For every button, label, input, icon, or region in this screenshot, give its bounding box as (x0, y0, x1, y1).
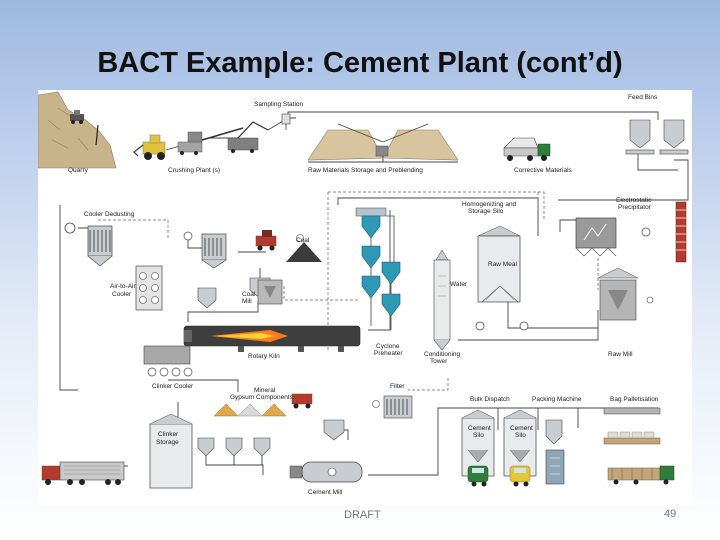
air-to-air-cooler (135, 265, 163, 311)
label-air-to-air-2: Cooler (112, 291, 132, 298)
label-cement-silo-2b: Silo (515, 432, 526, 439)
label-feed-bins: Feed Bins (628, 94, 658, 101)
label-clinker-cooler: Clinker Cooler (152, 383, 194, 390)
corrective-materials-truck (503, 137, 551, 161)
label-bulk-dispatch: Bulk Dispatch (470, 396, 510, 403)
label-mineral-2: Gypsum Components (230, 394, 294, 401)
label-cyclone-2: Preheater (374, 350, 403, 357)
label-electrostatic-2: Precipitator (618, 204, 652, 211)
quarry-illustration (38, 91, 117, 169)
raw-materials-storage-illustration (307, 123, 459, 163)
label-mineral-1: Mineral (254, 387, 276, 394)
feed-bins (625, 119, 689, 155)
label-conditioning-1: Conditioning (424, 351, 461, 358)
label-water: Water (450, 281, 468, 288)
gypsum-hoppers (197, 437, 271, 457)
page-number: 49 (664, 508, 677, 520)
slide-title: BACT Example: Cement Plant (cont’d) (97, 47, 623, 79)
homogenizing-silo (477, 225, 521, 303)
label-filter: Filter (390, 383, 405, 390)
label-bag-palletisation: Bag Palletisation (610, 396, 659, 403)
cooler-dedusting-unit (64, 222, 113, 267)
electrostatic-precipitator (575, 217, 651, 257)
gypsum-truck (291, 393, 313, 409)
cement-silo-1 (461, 409, 495, 477)
conditioning-tower (433, 249, 451, 351)
label-clinker-storage-2: Storage (156, 439, 179, 446)
label-sampling-station: Sampling Station (254, 101, 304, 108)
label-raw-meal: Raw Meal (488, 261, 517, 268)
label-coal-mill-2: Mill (242, 298, 252, 305)
footer-draft-label: DRAFT (344, 509, 381, 521)
label-cement-silo-1a: Cement (468, 425, 491, 432)
clinker-cooler (143, 345, 193, 377)
clinker-dispatch-truck (41, 461, 125, 485)
label-quarry: Quarry (68, 167, 89, 174)
label-raw-mill: Raw Mill (608, 351, 633, 358)
clinker-storage (149, 413, 193, 489)
coal-filter (183, 231, 227, 269)
coal-mill (249, 277, 283, 305)
label-corrective-materials: Corrective Materials (514, 167, 573, 174)
packing-machine (545, 419, 565, 485)
label-cement-silo-2a: Cement (510, 425, 533, 432)
label-coal-mill-1: Coal (242, 291, 256, 298)
cement-filter (372, 395, 413, 419)
raw-mill (597, 267, 654, 321)
label-conditioning-2: Tower (430, 358, 448, 365)
label-homogenizing-2: Storage Silo (468, 208, 504, 215)
label-electrostatic-1: Electrostatic (616, 197, 652, 204)
label-cement-mill: Cement Mill (308, 489, 343, 496)
kiln-fan (475, 321, 485, 331)
label-air-to-air-1: Air-to-Air (110, 283, 136, 290)
cement-mill-hopper (323, 419, 345, 441)
stack-chimney (675, 201, 687, 263)
label-packing-machine: Packing Machine (532, 396, 582, 403)
label-cement-silo-1b: Silo (473, 432, 484, 439)
label-rotary-kiln: Rotary Kiln (248, 353, 280, 360)
cyclone-preheater (355, 207, 401, 330)
coal-hopper (197, 287, 217, 309)
bag-palletisation (603, 407, 661, 445)
label-raw-materials-storage: Raw Materials Storage and Preblending (308, 167, 423, 174)
coal-pile (286, 234, 322, 262)
label-clinker-storage-1: Clinker (158, 431, 179, 438)
cement-mill (289, 461, 363, 483)
sampling-station-icon (281, 113, 291, 130)
label-cyclone-1: Cyclone (376, 343, 400, 350)
rotary-kiln (183, 325, 361, 352)
gypsum-piles (213, 403, 287, 417)
pallet-truck (607, 465, 675, 485)
dashed-air-lines (98, 190, 599, 391)
label-cooler-dedusting: Cooler Dedusting (84, 211, 135, 218)
bulk-truck-yellow (509, 465, 531, 487)
label-homogenizing-1: Homogenizing and (462, 201, 517, 208)
label-coal: Coal (296, 237, 310, 244)
label-crushing-plant: Crushing Plant (s) (168, 167, 220, 174)
crushing-plant-illustration (133, 121, 269, 160)
bulk-truck-green (467, 465, 489, 487)
cement-plant-diagram: Quarry Crushing Plant (s) Sampling Stati… (38, 90, 692, 506)
coal-truck (255, 230, 277, 251)
raw-meal-blower (519, 321, 529, 331)
